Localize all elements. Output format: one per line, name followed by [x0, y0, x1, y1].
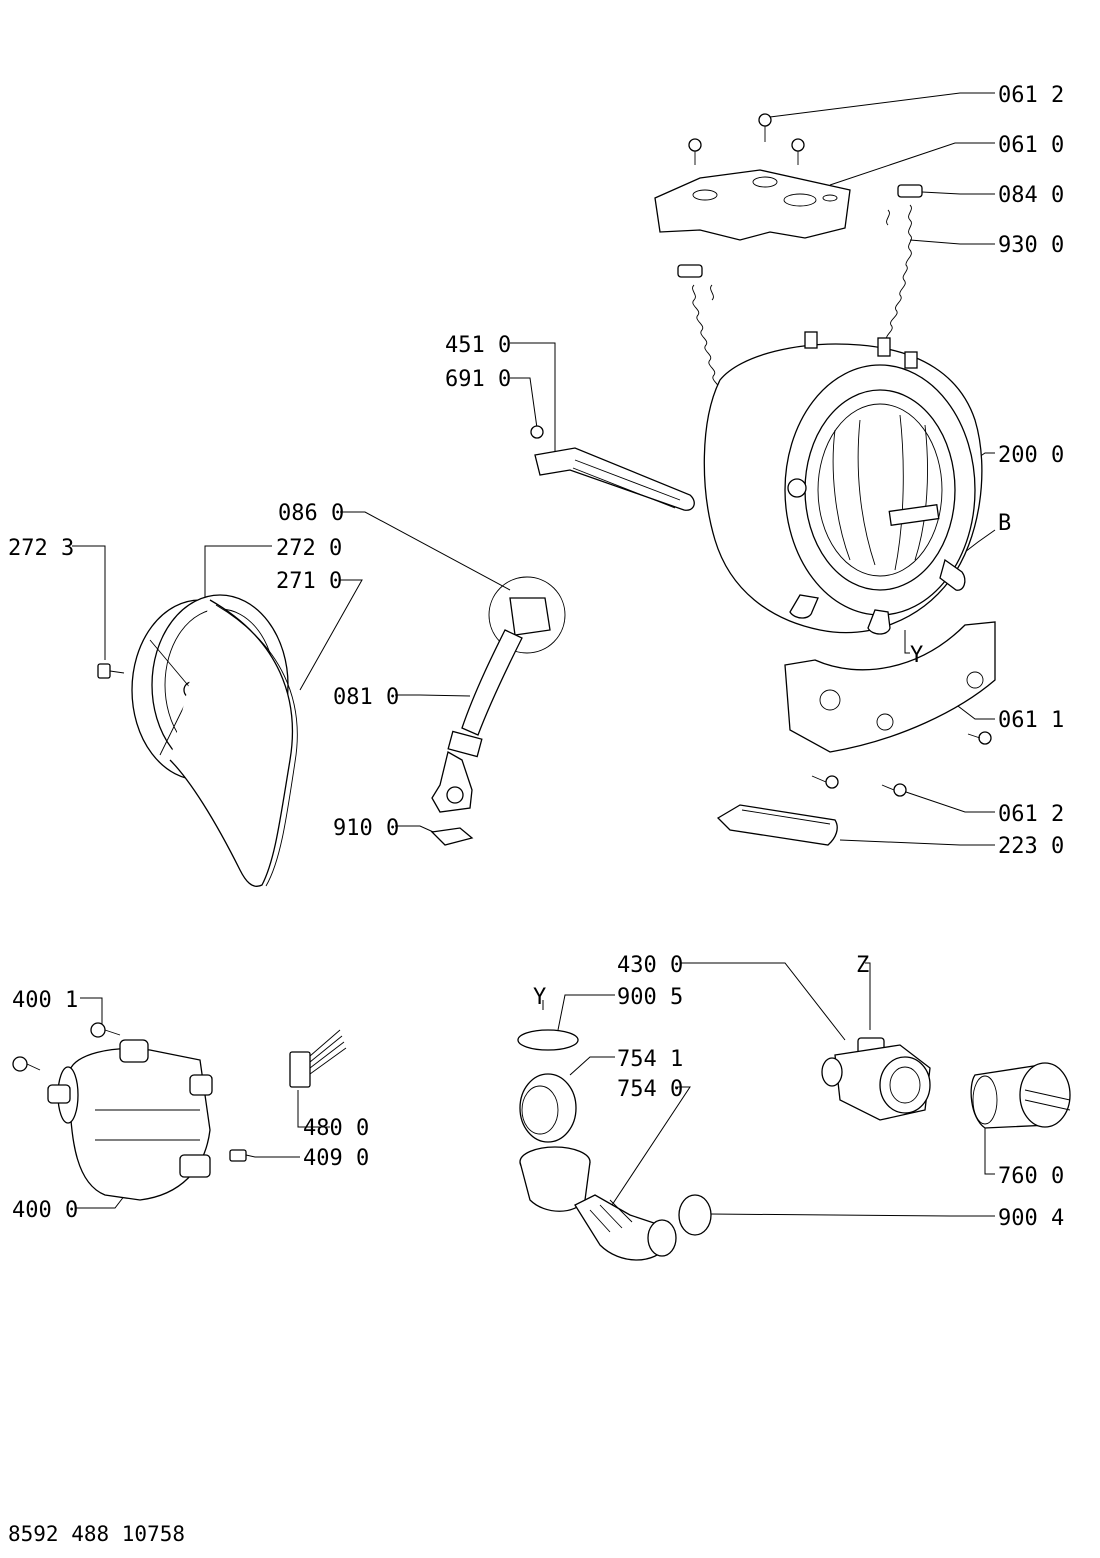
label-0860: 086 0 — [278, 501, 344, 526]
connector-part — [289, 1029, 347, 1088]
label-0840: 084 0 — [998, 183, 1064, 208]
label-0612-bottom: 061 2 — [998, 802, 1064, 827]
ball-valve-part — [519, 1073, 577, 1143]
pump-icon — [821, 1037, 931, 1121]
label-2710: 271 0 — [276, 569, 342, 594]
part-labels: 061 2 061 0 084 0 930 0 451 0 691 0 200 … — [8, 83, 1064, 1231]
seal-ring-part — [517, 1029, 579, 1051]
label-y-sump: Y — [533, 985, 546, 1010]
label-b: B — [998, 511, 1011, 536]
label-y-tub: Y — [910, 643, 923, 668]
drum-lifter-part — [716, 804, 838, 846]
label-4001: 400 1 — [12, 988, 78, 1013]
label-7600: 760 0 — [998, 1164, 1064, 1189]
suspension-springs-part — [677, 184, 923, 451]
label-2720: 272 0 — [276, 536, 342, 561]
clip-part — [430, 827, 474, 846]
label-7541: 754 1 — [617, 1047, 683, 1072]
top-counterweight-part — [654, 169, 851, 241]
label-4510: 451 0 — [445, 333, 511, 358]
label-0612-top: 061 2 — [998, 83, 1064, 108]
screw-icon — [688, 113, 805, 165]
hose-clamp-part — [678, 1194, 712, 1236]
label-0810: 081 0 — [333, 685, 399, 710]
label-9005: 900 5 — [617, 985, 683, 1010]
label-4300: 430 0 — [617, 953, 683, 978]
drain-filter-part — [970, 1062, 1071, 1129]
label-z: Z — [856, 953, 869, 978]
label-9100: 910 0 — [333, 816, 399, 841]
label-0610: 061 0 — [998, 133, 1064, 158]
heater-element-part — [530, 425, 695, 511]
pulley-screw-part — [97, 663, 125, 679]
label-2230: 223 0 — [998, 834, 1064, 859]
label-2723: 272 3 — [8, 536, 74, 561]
shock-absorber-part — [431, 576, 566, 813]
label-0611: 061 1 — [998, 708, 1064, 733]
label-7540: 754 0 — [617, 1077, 683, 1102]
drive-belt-part — [169, 599, 298, 887]
brush-part — [229, 1149, 247, 1162]
sump-hose-part — [519, 1146, 677, 1261]
label-9300: 930 0 — [998, 233, 1064, 258]
label-4800: 480 0 — [303, 1116, 369, 1141]
leader-lines — [72, 92, 996, 1217]
label-6910: 691 0 — [445, 367, 511, 392]
bottom-counterweight-part — [784, 621, 996, 797]
label-9004: 900 4 — [998, 1206, 1064, 1231]
document-number: 8592 488 10758 — [8, 1522, 186, 1546]
tub-icon — [703, 331, 983, 635]
label-4000: 400 0 — [12, 1198, 78, 1223]
label-2000: 200 0 — [998, 443, 1064, 468]
label-4090: 409 0 — [303, 1146, 369, 1171]
motor-icon — [12, 1022, 213, 1201]
